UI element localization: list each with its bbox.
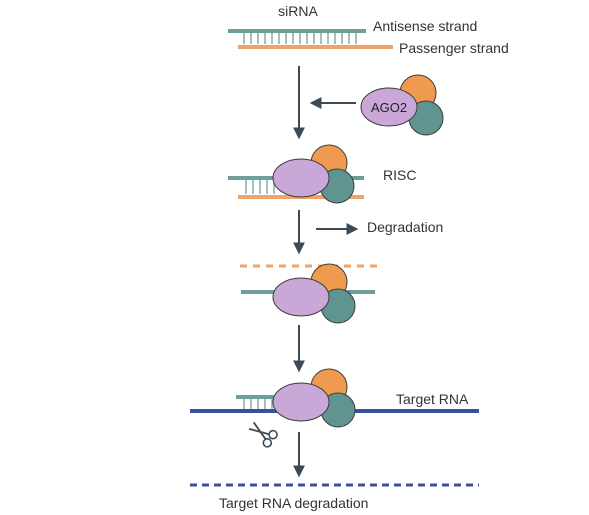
antisense-strand-label: Antisense strand (373, 18, 477, 34)
risc-label: RISC (383, 167, 416, 183)
sirna-label: siRNA (278, 3, 318, 19)
degradation-label: Degradation (367, 219, 443, 235)
target-body (272, 382, 330, 422)
risc-body (272, 158, 330, 198)
risc-loading: RISC (228, 144, 416, 204)
base-pair-ticks (243, 33, 357, 44)
risc-base-pair-ticks (245, 180, 275, 194)
target-binding: Target RNA (190, 368, 479, 428)
target-rna-label: Target RNA (396, 391, 469, 407)
active-risc (240, 263, 377, 324)
passenger-strand-label: Passenger strand (399, 40, 509, 56)
scissors-icon (248, 421, 278, 448)
target-degradation-label: Target RNA degradation (219, 495, 368, 511)
target-base-pair-ticks (243, 399, 273, 409)
ago2-body (360, 87, 418, 127)
ago2-label: AGO2 (371, 100, 407, 115)
active-body (272, 277, 330, 317)
ago2-protein: AGO2 (360, 74, 444, 136)
sirna-duplex: siRNA Antisense strand Passenger strand (228, 3, 509, 56)
